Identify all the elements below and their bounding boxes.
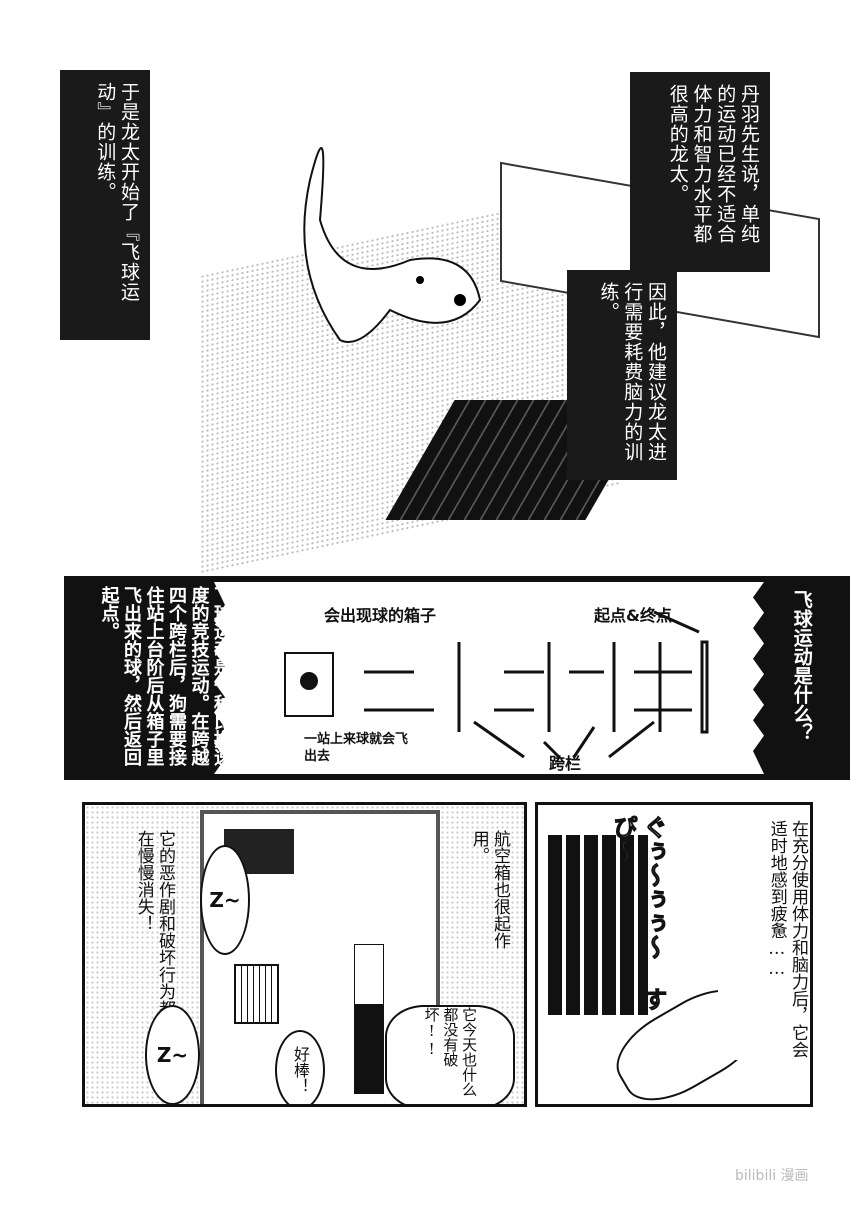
speech-nothing-broken: 它今天也什么都没有破坏!! <box>385 1005 515 1104</box>
person <box>354 944 384 1094</box>
explanation: 飞球运动是一种比拼速度的竞技运动。在跨越四个跨栏后，狗需要接住站上台阶后从箱子里… <box>98 586 233 766</box>
label-step: 一站上来球就会飞出去 <box>304 732 409 764</box>
snore-bubble-1: Z~ <box>200 845 250 955</box>
bottom-right-panel: ぐぅ～ぅぅ～ すぴ～ 在充分使用体力和脑力后，它会适时地感到疲惫…… <box>535 802 813 1107</box>
caption-tired: 在充分使用体力和脑力后，它会适时地感到疲惫…… <box>718 820 808 1060</box>
sfx-snore: ぐぅ～ぅぅ～ すぴ～ <box>609 815 668 1012</box>
snore-bubble-2: Z~ <box>145 1005 200 1104</box>
crate <box>234 964 279 1024</box>
label-start-end: 起点&终点 <box>594 606 672 625</box>
diagram-area: 会出现球的箱子 起点&终点 一站上来球就会飞出去 跨栏 <box>214 582 764 774</box>
caption-mischief: 它的恶作剧和破坏行为都在慢慢消失！ <box>133 830 175 1017</box>
speech-great: 好棒！ <box>275 1030 325 1104</box>
caption-crate: 航空箱也很起作用。 <box>468 830 510 949</box>
watermark: bilibili 漫画 <box>735 1168 809 1184</box>
dog-illustration <box>270 140 510 360</box>
caption-right-2: 因此，他建议龙太进行需要耗费脑力的训练。 <box>567 270 677 480</box>
hurdles-and-arrows <box>364 610 709 759</box>
window-grid <box>548 835 648 1015</box>
ball-box-drawing <box>284 652 334 717</box>
bottom-left-panel: 它的恶作剧和破坏行为都在慢慢消失！ 航空箱也很起作用。 Z~ Z~ 好棒！ 它今… <box>82 802 527 1107</box>
diagram-title: 飞球运动是什么？ <box>790 590 813 742</box>
label-ball-box: 会出现球的箱子 <box>324 606 437 625</box>
label-hurdles: 跨栏 <box>549 754 582 773</box>
caption-right-1: 丹羽先生说，单纯的运动已经不适合体力和智力水平都很高的龙太。 <box>630 72 770 272</box>
caption-left: 于是龙太开始了『飞球运动』的训练。 <box>60 70 150 340</box>
diagram-panel: 飞球运动是一种比拼速度的竞技运动。在跨越四个跨栏后，狗需要接住站上台阶后从箱子里… <box>64 576 850 780</box>
